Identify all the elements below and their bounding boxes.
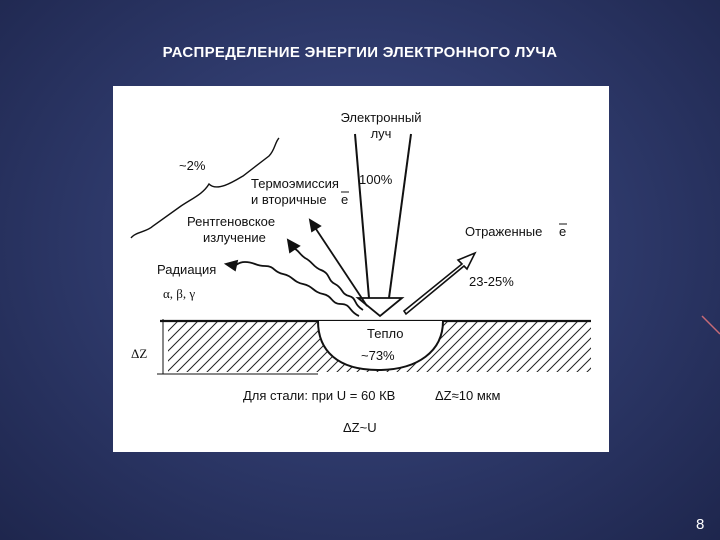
radiation-label: Радиация — [157, 262, 216, 277]
thermoemission-electron: е — [341, 192, 348, 207]
radiation-arrow — [223, 259, 360, 317]
relation-label: ΔZ~U — [343, 420, 377, 435]
heat-zone — [317, 320, 444, 372]
steel-note: Для стали: при U = 60 КВ — [243, 388, 395, 403]
xray-arrow — [286, 238, 364, 311]
reflected-electron: е — [559, 224, 566, 239]
energy-distribution-diagram: Электронный луч 100% ~2% Термоэмиссия и … — [113, 86, 609, 452]
thermoemission-label-line1: Термоэмиссия — [251, 176, 339, 191]
xray-label-line1: Рентгеновское — [187, 214, 275, 229]
reflected-electrons-arrow — [402, 251, 477, 316]
reflected-percent: 23-25% — [469, 274, 514, 289]
xray-label-line2: излучение — [203, 230, 266, 245]
brace-percent: ~2% — [179, 158, 206, 173]
heat-percent: ~73% — [361, 348, 395, 363]
reflected-label: Отраженные — [465, 224, 542, 239]
radiation-symbols: α, β, γ — [163, 286, 195, 301]
steel-depth: ΔZ≈10 мкм — [435, 388, 500, 403]
electron-beam — [354, 133, 412, 318]
electron-overbars — [341, 191, 567, 225]
depth-dimension — [157, 319, 318, 375]
brace — [130, 137, 280, 239]
beam-label-line2: луч — [371, 126, 392, 141]
slide-title: РАСПРЕДЕЛЕНИЕ ЭНЕРГИИ ЭЛЕКТРОННОГО ЛУЧА — [162, 44, 558, 61]
delta-z-label: ΔZ — [131, 346, 147, 361]
thermoemission-label-line2: и вторичные — [251, 192, 327, 207]
page-number: 8 — [696, 516, 705, 533]
thermoemission-arrow — [308, 218, 368, 307]
beam-percent: 100% — [359, 172, 393, 187]
heat-label: Тепло — [367, 326, 403, 341]
beam-label-line1: Электронный — [341, 110, 422, 125]
